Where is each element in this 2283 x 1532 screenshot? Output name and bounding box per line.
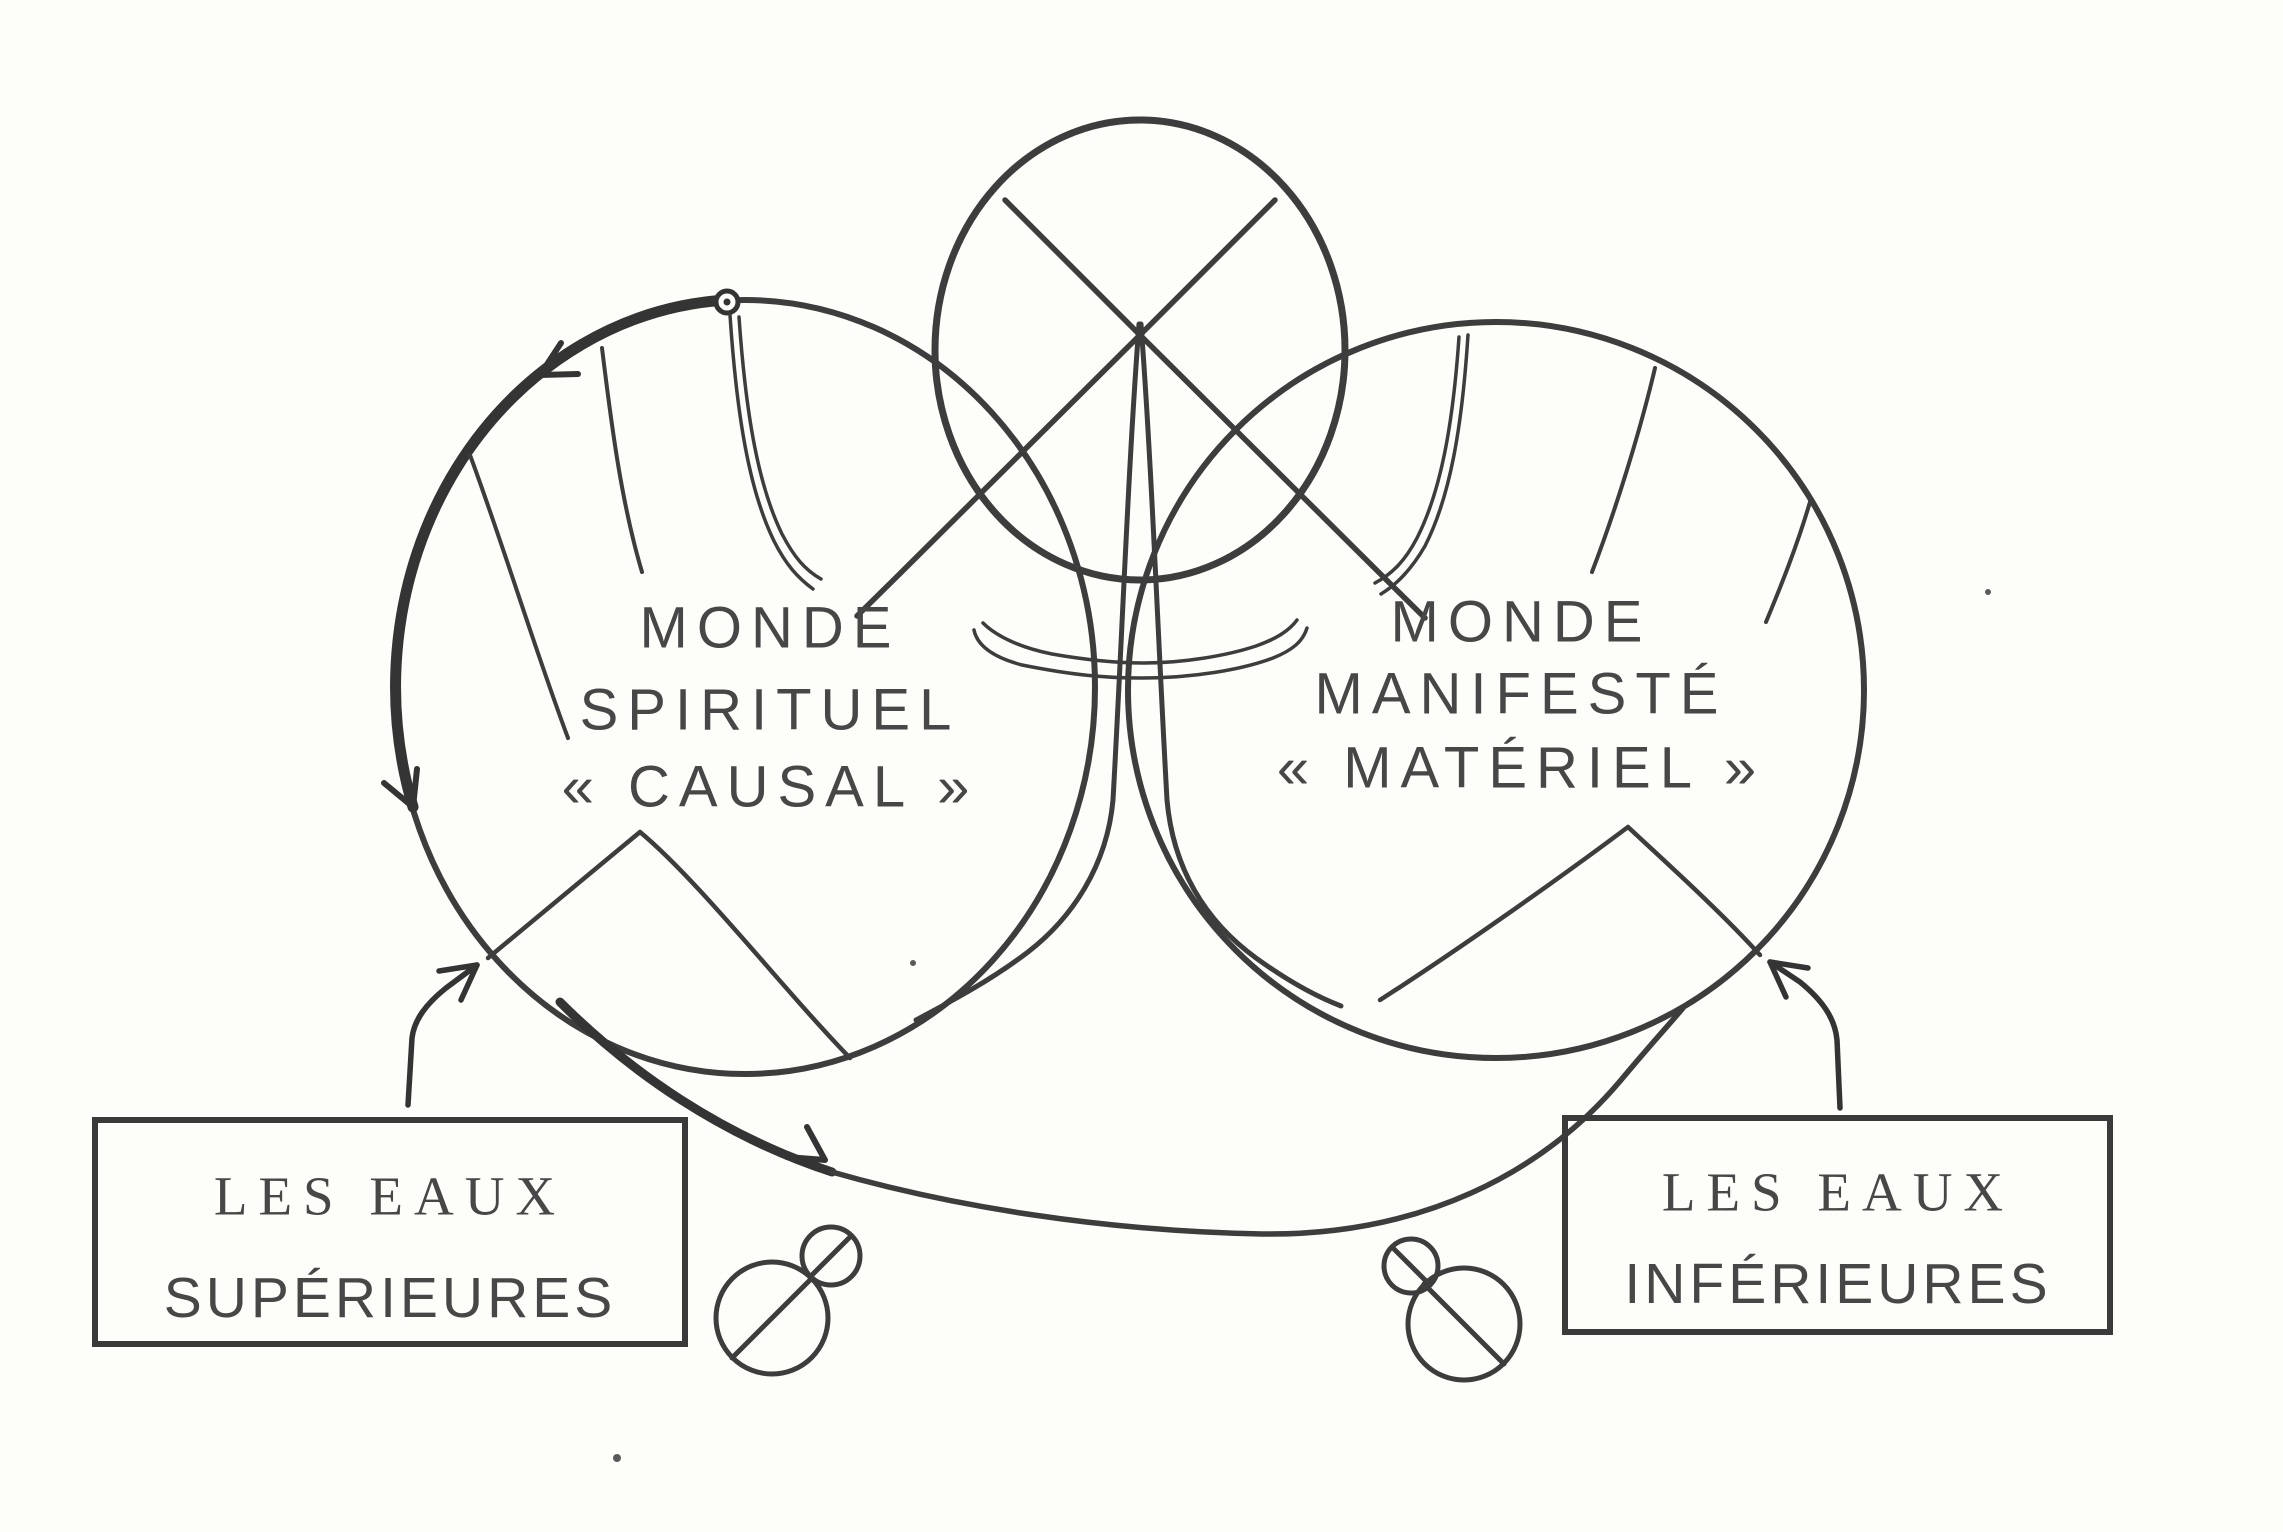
material-line-3: « MATÉRIEL » <box>1277 736 1765 801</box>
flow-arrowhead-upper <box>537 340 581 378</box>
ink-speck <box>1985 589 1991 595</box>
upper-waters-line-1: LES EAUX <box>214 1166 566 1227</box>
upper-waters-label: LES EAUX SUPÉRIEURES <box>164 1166 617 1331</box>
material-line-1: MONDE <box>1391 590 1652 655</box>
material-line-2: MANIFESTÉ <box>1315 662 1728 727</box>
causal-line-1: MONDE <box>640 596 901 661</box>
descending-spheres-symbol <box>1381 1236 1523 1383</box>
right-chevron <box>1377 824 1763 1003</box>
ink-speck <box>613 1454 621 1462</box>
sphere-slash <box>1389 1244 1433 1288</box>
ink-specks <box>613 589 1991 1462</box>
meridian-line <box>468 453 570 740</box>
cross-line-left <box>1002 197 1428 621</box>
lower-waters-line-1: LES EAUX <box>1662 1162 2014 1223</box>
sphere-slash <box>807 1233 854 1280</box>
causal-flow-arc <box>390 294 733 813</box>
left-inner-crescent <box>728 313 823 591</box>
right-inner-crescent <box>1373 333 1470 596</box>
central-wings-arc <box>972 618 1309 680</box>
upper-waters-arrow <box>405 962 480 1108</box>
meridian-line <box>1590 366 1657 574</box>
causal-line-3: « CAUSAL » <box>562 755 979 820</box>
material-world-circle <box>1125 319 1867 1061</box>
lower-flow-arc <box>555 997 1686 1237</box>
lower-waters-arrow <box>1767 959 1843 1111</box>
central-spire <box>913 321 1344 1023</box>
origin-point-marker <box>713 288 741 316</box>
meridian-line <box>1764 500 1812 624</box>
left-chevron <box>485 829 853 1061</box>
ascending-spheres-symbol <box>713 1224 863 1377</box>
lower-waters-label: LES EAUX INFÉRIEURES <box>1624 1162 2051 1317</box>
upper-waters-line-2: SUPÉRIEURES <box>164 1266 617 1330</box>
spirit-cross-circle <box>931 116 1349 584</box>
sphere-slash <box>1421 1281 1507 1367</box>
arrowhead <box>436 962 480 1003</box>
arrowhead <box>1767 959 1811 1000</box>
lower-waters-box <box>1562 1115 2113 1335</box>
lower-waters-line-2: INFÉRIEURES <box>1624 1252 2051 1316</box>
causal-line-2: SPIRITUEL <box>580 678 961 743</box>
flow-arrowhead-lower <box>381 766 420 810</box>
left-meridian-lines <box>468 346 644 740</box>
sphere-slash <box>729 1275 815 1361</box>
material-world-label: MONDE MANIFESTÉ « MATÉRIEL » <box>1277 590 1765 801</box>
flow-arrowhead-bottom <box>784 1124 828 1163</box>
right-meridian-lines <box>1590 366 1812 624</box>
upper-waters-box <box>92 1117 688 1347</box>
meridian-line <box>600 346 644 574</box>
causal-world-label: MONDE SPIRITUEL « CAUSAL » <box>562 596 979 820</box>
ink-speck <box>910 960 916 966</box>
